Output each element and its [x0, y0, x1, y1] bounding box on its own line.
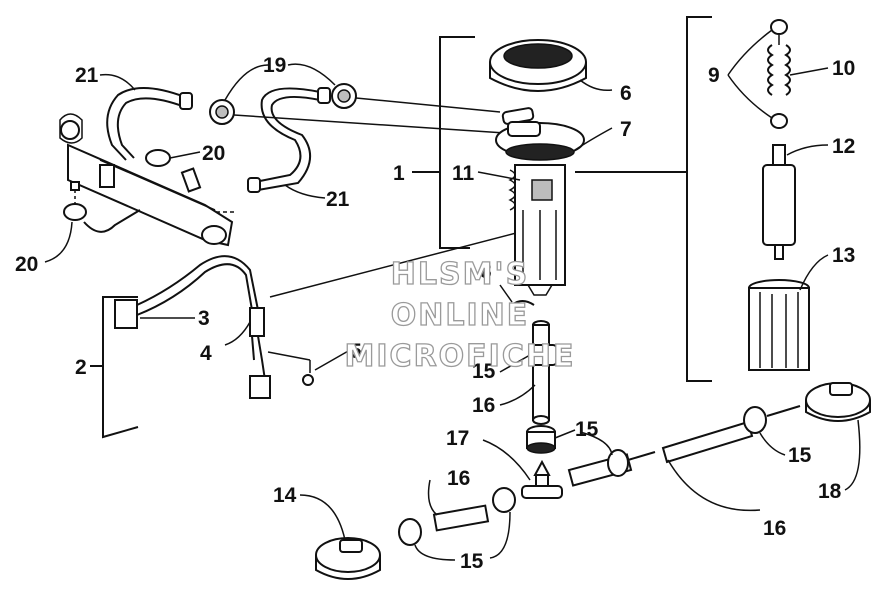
label-9: 9 — [708, 64, 720, 87]
label-2: 2 — [75, 356, 87, 379]
label-13: 13 — [832, 244, 855, 267]
hose-clamp-19-left — [209, 99, 235, 125]
pickup-cap-14 — [315, 537, 381, 580]
seal-9-upper — [770, 19, 788, 35]
grommet-15-upper — [530, 344, 558, 366]
pickup-cap-18 — [805, 382, 871, 422]
hose-clamp-20-upper — [145, 149, 171, 167]
callout-labels: 21 19 20 20 21 1 11 6 7 8 9 10 12 13 3 4… — [15, 54, 855, 573]
label-12: 12 — [832, 135, 855, 158]
filter-sock-10 — [767, 35, 791, 96]
label-14: 14 — [273, 484, 297, 507]
retaining-clip-8 — [499, 284, 535, 306]
watermark: HLSM'S ONLINE MICROFICHE — [344, 256, 576, 374]
seal-9-lower — [770, 113, 788, 129]
label-6: 6 — [620, 82, 632, 105]
label-15-right: 15 — [575, 418, 599, 441]
label-15-far-right: 15 — [788, 444, 812, 467]
bracket-pump-subassembly — [575, 16, 712, 382]
label-20-lower: 20 — [15, 253, 38, 276]
label-19: 19 — [263, 54, 286, 77]
label-4: 4 — [200, 342, 212, 365]
fuel-rail-assembly — [59, 113, 236, 247]
grommet-15-lower-mid — [492, 487, 516, 513]
leader-lines — [44, 29, 861, 561]
label-7: 7 — [620, 118, 632, 141]
label-1: 1 — [393, 162, 405, 185]
label-10: 10 — [832, 57, 855, 80]
tee-fitting-17 — [521, 459, 563, 499]
grommet-15-lower-left — [398, 518, 422, 546]
fuel-tube-16-long — [661, 405, 801, 464]
label-16-middle: 16 — [447, 467, 470, 490]
label-17: 17 — [446, 427, 469, 450]
label-16-upper: 16 — [472, 394, 495, 417]
fuel-pump-module-11 — [508, 164, 566, 296]
watermark-line-3: MICROFICHE — [345, 339, 576, 374]
label-3: 3 — [198, 307, 210, 330]
fuel-hose-lower — [247, 87, 331, 193]
label-5: 5 — [350, 340, 362, 363]
watermark-line-1: HLSM'S — [391, 257, 529, 292]
label-15-lower: 15 — [460, 550, 484, 573]
screw-5 — [267, 351, 314, 386]
grommet-15-right-mid — [567, 449, 656, 487]
pump-flange-7 — [495, 107, 585, 161]
label-21-lower: 21 — [326, 188, 350, 211]
label-21-upper: 21 — [75, 64, 99, 87]
label-15-upper: 15 — [472, 360, 496, 383]
pump-strainer-13 — [748, 279, 810, 371]
watermark-line-2: ONLINE — [391, 298, 530, 333]
label-20-upper: 20 — [202, 142, 225, 165]
fuel-tube-16-lower — [432, 504, 490, 532]
label-16-lower-right: 16 — [763, 517, 786, 540]
label-18: 18 — [818, 480, 842, 503]
grommet-15-cap — [526, 425, 556, 454]
hose-clamp-19-right — [331, 83, 357, 109]
hose-clamp-20-lower — [63, 181, 141, 233]
lock-ring-6 — [489, 39, 587, 92]
label-11: 11 — [452, 162, 475, 185]
fuel-hose-upper — [106, 86, 193, 161]
bracket-assembly-1 — [412, 36, 475, 249]
bracket-harness-2 — [90, 231, 521, 439]
fuel-pump-12 — [762, 144, 796, 260]
wiring-harness — [114, 255, 271, 399]
label-8: 8 — [480, 260, 492, 283]
